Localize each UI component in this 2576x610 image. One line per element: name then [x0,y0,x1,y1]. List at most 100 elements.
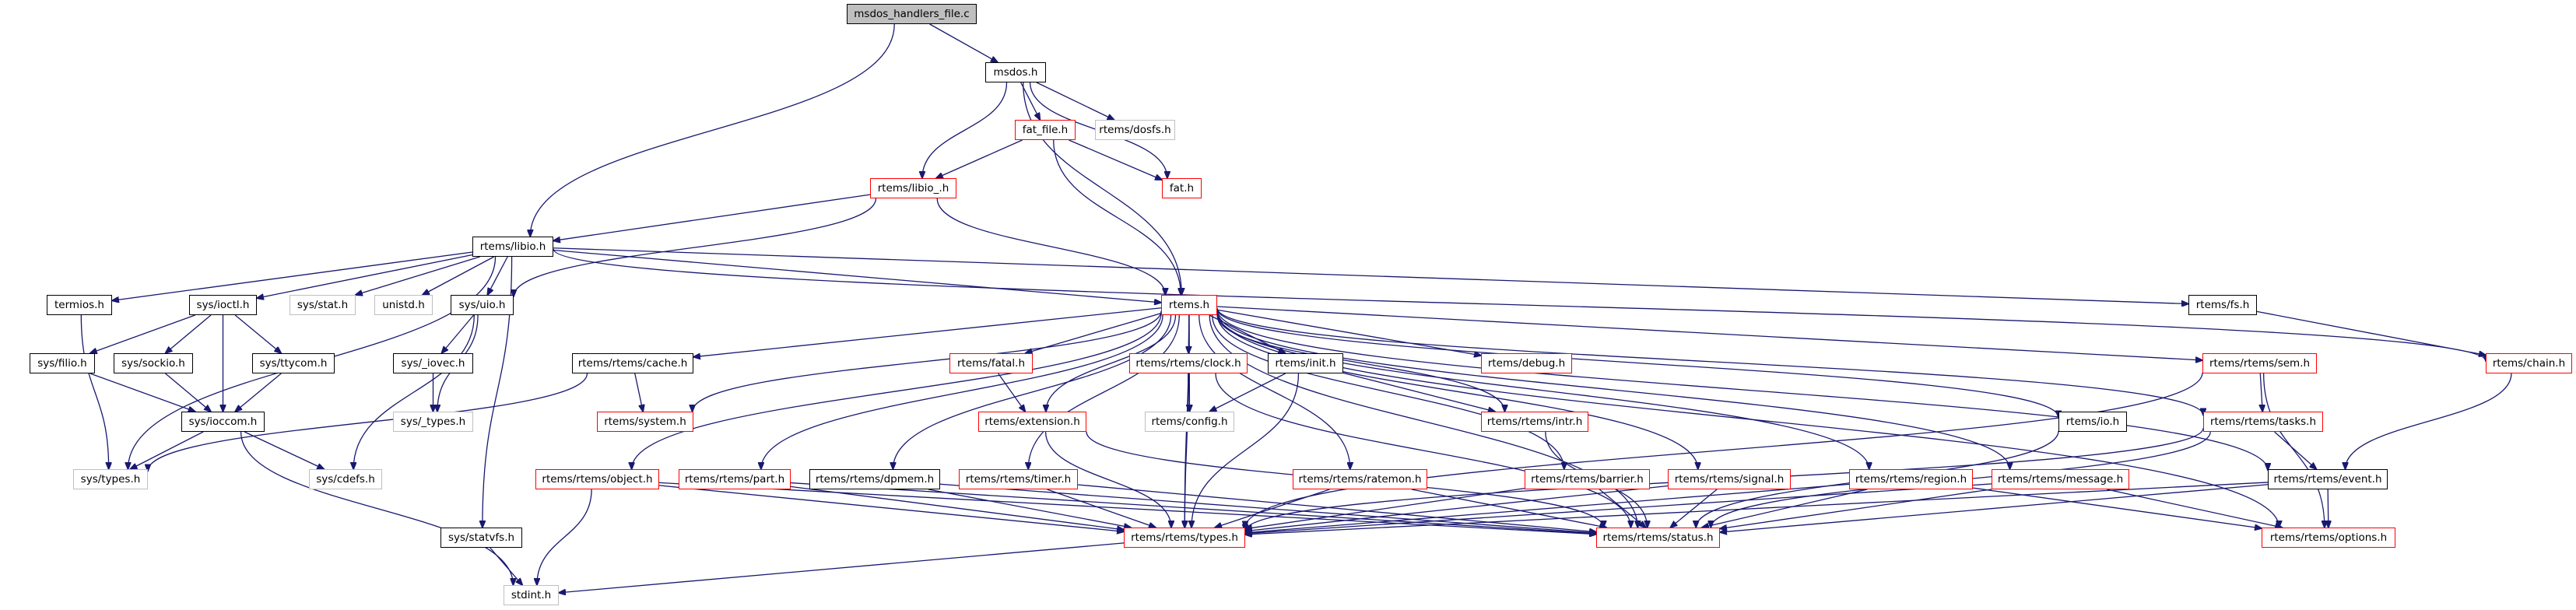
edge-init-to-rtypes [1191,373,1300,528]
edge-libio-to-unistd [423,256,494,295]
edge-termios-to-types_sys [80,314,108,469]
edge-rtems-to-ratemon [1199,314,1350,469]
edge-timer-to-status [1077,484,1596,532]
edge-filio-to-ioccom [89,373,195,412]
node-fatal[interactable]: rtems/fatal.h [949,353,1033,373]
edge-ioccom-to-cdefs [244,431,324,469]
node-fat-file[interactable]: fat_file.h [1015,120,1076,140]
node-sem[interactable]: rtems/rtems/sem.h [2202,353,2317,373]
edge-ioctl-to-filio [90,314,195,353]
node-statvfs[interactable]: sys/statvfs.h [440,528,522,548]
edge-ioctl-to-sockio [166,314,212,353]
edge-message-to-rtypes [1245,483,1992,534]
edge-sockio-to-ioccom [165,373,211,412]
node-intr[interactable]: rtems/rtems/intr.h [1481,412,1588,432]
node-config: rtems/config.h [1145,412,1234,432]
node-msdos[interactable]: msdos.h [985,62,1046,82]
edge-rtems-to-object [632,313,1162,469]
node-filio[interactable]: sys/filio.h [30,353,95,373]
node-fat[interactable]: fat.h [1162,178,1202,198]
node-stat: sys/stat.h [290,295,356,315]
node-signal[interactable]: rtems/rtems/signal.h [1668,469,1791,489]
node-termios[interactable]: termios.h [47,295,112,315]
node-chain[interactable]: rtems/chain.h [2486,353,2572,373]
edge-clock-to-rtypes [1184,373,1189,528]
node-object[interactable]: rtems/rtems/object.h [535,469,659,489]
node-tasks[interactable]: rtems/rtems/tasks.h [2203,412,2323,432]
edge-tasks-to-event [2274,431,2317,469]
edge-libio-to-rtems [553,249,1161,302]
edge-libio-to-uio [487,256,508,295]
node-rtems[interactable]: rtems.h [1161,295,1217,315]
edge-event-to-rtypes [1245,482,2269,535]
node-ioccom[interactable]: sys/ioccom.h [181,412,265,432]
edge-root-to-msdos [929,23,998,62]
edge-cache-to-system [634,373,643,412]
edge-extension-to-rtypes [1044,431,1171,528]
edge-object-to-status [658,482,1596,534]
edge-message-to-options [2107,489,2282,528]
edge-msdos-to-dosfs [1036,82,1114,120]
edge-ioccom-to-stdint [240,431,514,585]
edge-part-to-status [790,482,1596,534]
node-debug[interactable]: rtems/debug.h [1481,353,1572,373]
node-status[interactable]: rtems/rtems/status.h [1596,528,1720,548]
node-libio[interactable]: rtems/libio.h [472,237,553,257]
node-uio[interactable]: sys/uio.h [451,295,514,315]
edge-uio-to-cdefs [353,314,475,469]
node-barrier[interactable]: rtems/rtems/barrier.h [1525,469,1650,489]
node-unistd: unistd.h [374,295,433,315]
node-rtypes[interactable]: rtems/rtems/types.h [1124,528,1245,548]
edge-rtems-to-part [761,314,1163,469]
edge-msdos-to-fat_file [1020,82,1041,120]
node-dosfs: rtems/dosfs.h [1095,120,1175,140]
node-iovec[interactable]: sys/_iovec.h [393,353,473,373]
node-extension[interactable]: rtems/extension.h [978,412,1086,432]
edge-rtems-to-cache [693,307,1162,357]
edge-libio-to-termios [112,251,473,300]
edge-init-to-config [1209,373,1286,412]
node-sockio[interactable]: sys/sockio.h [114,353,193,373]
edge-ttycom-to-ioccom [235,373,282,412]
node-cache[interactable]: rtems/rtems/cache.h [572,353,693,373]
edge-sem-to-options [2262,373,2325,528]
edge-clock-to-config [1188,373,1189,412]
edge-fat_file-to-fat [1069,139,1162,180]
node-part[interactable]: rtems/rtems/part.h [679,469,791,489]
edge-sem-to-tasks [2260,373,2262,412]
node-dpmem[interactable]: rtems/rtems/dpmem.h [809,469,940,489]
node-fs[interactable]: rtems/fs.h [2188,295,2257,315]
node-stdint: stdint.h [504,585,559,605]
node-timer[interactable]: rtems/rtems/timer.h [959,469,1078,489]
node-system[interactable]: rtems/system.h [597,412,693,432]
edge-libio_-to-libio [553,194,871,240]
edge-libio-to-stat [356,256,480,295]
node-event[interactable]: rtems/rtems/event.h [2268,469,2388,489]
edge-libio_-to-uio [514,198,877,296]
edge-signal-to-rtypes [1245,485,1669,531]
node-region[interactable]: rtems/rtems/region.h [1849,469,1973,489]
node-types-sys: sys/types.h [73,469,148,489]
edge-timer-to-rtypes [1047,489,1156,528]
edge-msdos-to-libio_ [922,82,1008,178]
edge-dpmem-to-rtypes [928,489,1131,528]
node-io[interactable]: rtems/io.h [2058,412,2127,432]
edge-chain-to-event [2346,373,2512,469]
node-libio-[interactable]: rtems/libio_.h [870,178,956,198]
node-ioctl[interactable]: sys/ioctl.h [189,295,257,315]
edge-ioccom-to-types_sys [130,431,204,469]
node-message[interactable]: rtems/rtems/message.h [1992,469,2129,489]
edge-fatal-to-extension [998,373,1026,412]
node-ttycom[interactable]: sys/ttycom.h [252,353,335,373]
edge-rtems-to-timer [1028,314,1180,469]
edge-rtems-to-tasks [1216,307,2203,415]
edge-object-to-rtypes [658,485,1124,531]
node-types: sys/_types.h [393,412,473,432]
edge-ratemon-to-status [1411,489,1606,528]
node-ratemon[interactable]: rtems/rtems/ratemon.h [1293,469,1427,489]
edge-cache-to-types_sys [148,373,588,471]
node-clock[interactable]: rtems/rtems/clock.h [1129,353,1248,373]
edge-rtems-to-fatal [1026,312,1162,353]
node-init[interactable]: rtems/init.h [1268,353,1343,373]
node-options[interactable]: rtems/rtems/options.h [2262,528,2395,548]
